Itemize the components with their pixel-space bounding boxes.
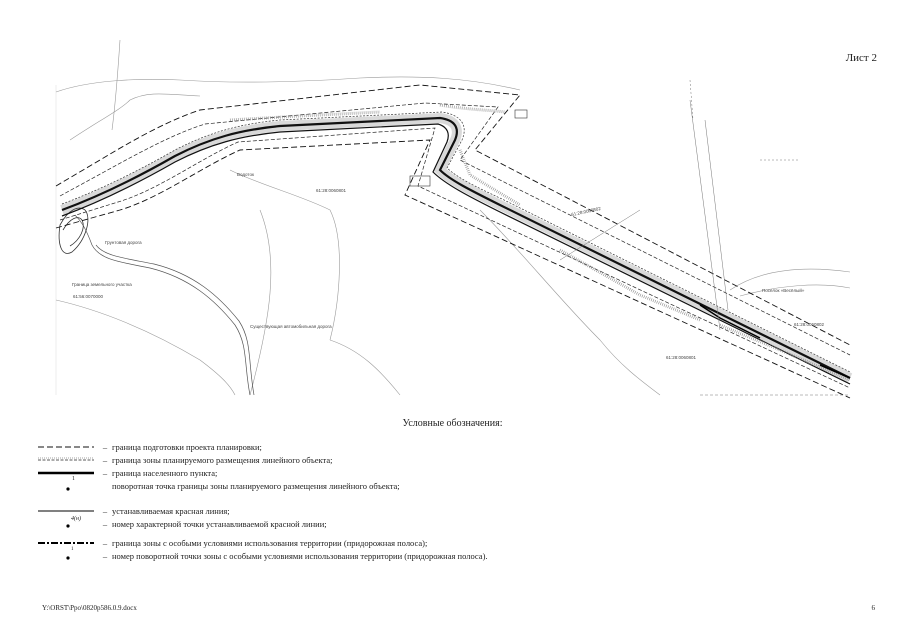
legend-text: поворотная точка границы зоны планируемо…: [112, 481, 400, 491]
legend-text: номер поворотной точки зоны с особыми ус…: [112, 551, 488, 561]
legend-item: – граница населенного пункта;: [36, 466, 217, 480]
legend-dash: –: [102, 468, 108, 478]
cadastral-label: 61:28:0060802: [794, 322, 825, 327]
map-note: Существующая автомобильная дорога: [250, 324, 332, 329]
legend-text: граница населенного пункта;: [112, 468, 218, 478]
legend-text: номер характерной точки устанавливаемой …: [112, 519, 327, 529]
terrain-contours: [55, 39, 851, 396]
turning-point-symbol: [66, 487, 70, 491]
red-line-point-symbol: [66, 524, 70, 528]
red-line: [699, 304, 851, 379]
bend-structures: [409, 109, 528, 187]
roadside-point-symbol: [66, 556, 70, 560]
legend-text: граница подготовки проекта планировки;: [112, 442, 262, 452]
legend-text: граница зоны с особыми условиями использ…: [112, 538, 428, 548]
map-note: Граница земельного участка: [72, 282, 132, 287]
legend-dash: –: [102, 442, 108, 452]
sheet-label: Лист 2: [845, 52, 877, 64]
point-number: 4(н): [71, 516, 81, 522]
legend-dash: –: [102, 519, 108, 529]
legend-item: – граница подготовки проекта планировки;: [36, 440, 262, 454]
legend-item: 1 поворотная точка границы зоны планируе…: [36, 476, 400, 493]
legend-item: – устанавливаемая красная линия;: [36, 504, 230, 518]
point-number: 1: [71, 547, 74, 552]
dashed-line-symbol: [38, 446, 94, 448]
roadside-zone-symbol: [38, 542, 94, 544]
legend-title: Условные обозначения:: [402, 418, 503, 429]
cadastral-label: 61:28:0060801: [316, 188, 347, 193]
legend-item: 4(н) – номер характерной точки устанавли…: [36, 516, 327, 531]
zone-line-symbol: [38, 457, 94, 461]
legend-item: – граница зоны планируемого размещения л…: [36, 453, 332, 467]
legend-dash: –: [102, 538, 108, 548]
legend-dash: –: [102, 551, 108, 561]
document-path: Y:\ORST\Ppo\0820p586.0.9.docx: [42, 604, 137, 612]
point-number: 1: [72, 476, 75, 482]
planning-boundary: [55, 84, 851, 399]
legend-text: устанавливаемая красная линия;: [112, 506, 230, 516]
road-corridor: [60, 111, 853, 385]
map-note: Водоток: [237, 172, 254, 177]
zone-boundary: [59, 102, 851, 389]
planning-map: [55, 39, 853, 399]
stream: [74, 214, 255, 396]
cadastral-label: 61:56:0070000: [73, 294, 104, 299]
legend-item: 1 – номер поворотной точки зоны с особым…: [36, 547, 488, 563]
junction-area: [58, 207, 89, 254]
legend-dash: –: [102, 506, 108, 516]
legend-dash: –: [102, 455, 108, 465]
roadside-stipple: [229, 103, 851, 382]
page-number: 6: [871, 604, 876, 612]
cadastral-label: 61:28:0060801: [666, 355, 697, 360]
town-label: Поселок «Весёлый»: [762, 288, 805, 293]
legend-text: граница зоны планируемого размещения лин…: [112, 455, 333, 465]
red-line-symbol: [38, 510, 94, 512]
legend-item: – граница зоны с особыми условиями испол…: [36, 536, 427, 550]
road-label: Грунтовая дорога: [105, 240, 142, 245]
survey-lines: [559, 79, 850, 396]
settlement-border-symbol: [38, 471, 94, 475]
